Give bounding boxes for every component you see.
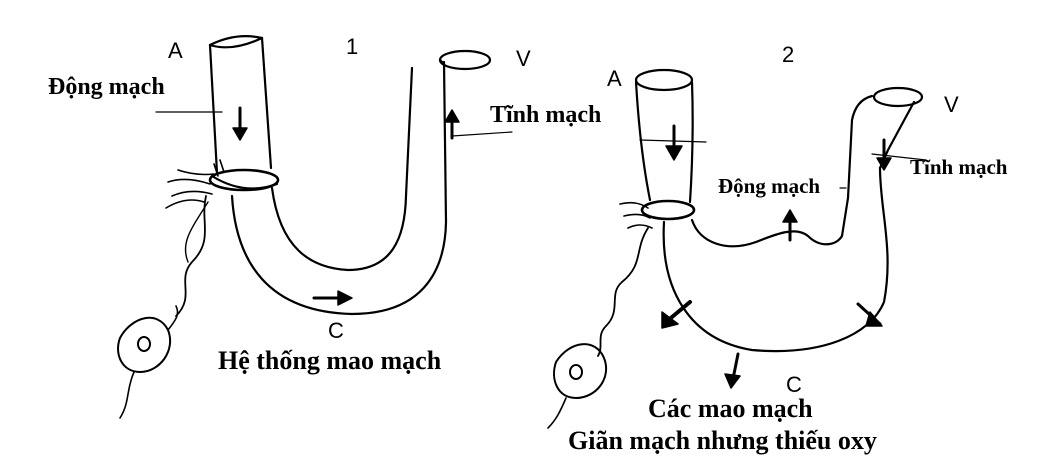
vessel-2 [548, 70, 926, 428]
diagram-1-artery-label: Động mạch [48, 74, 165, 101]
diagram-1-artery-letter: A [168, 38, 183, 64]
diagram-2-number: 2 [782, 42, 794, 68]
diagram-2-vein-label: Tĩnh mạch [910, 155, 1007, 180]
diagram-2-artery-label: Động mạch [718, 174, 820, 199]
diagram-1-caption: Hệ thống mao mạch [218, 346, 441, 376]
diagram-2-caption-line-2: Giãn mạch nhưng thiếu oxy [568, 426, 877, 456]
diagram-1-number: 1 [346, 34, 358, 60]
diagram-1-capillary-letter: C [328, 318, 344, 344]
diagram-1-vein-letter: V [516, 46, 531, 72]
diagram-2-vein-letter: V [944, 92, 959, 118]
diagram-1-vein-label: Tĩnh mạch [490, 102, 601, 129]
diagram-2-artery-letter: A [607, 66, 622, 92]
diagram-2-caption-line-1: Các mao mạch [648, 394, 813, 424]
